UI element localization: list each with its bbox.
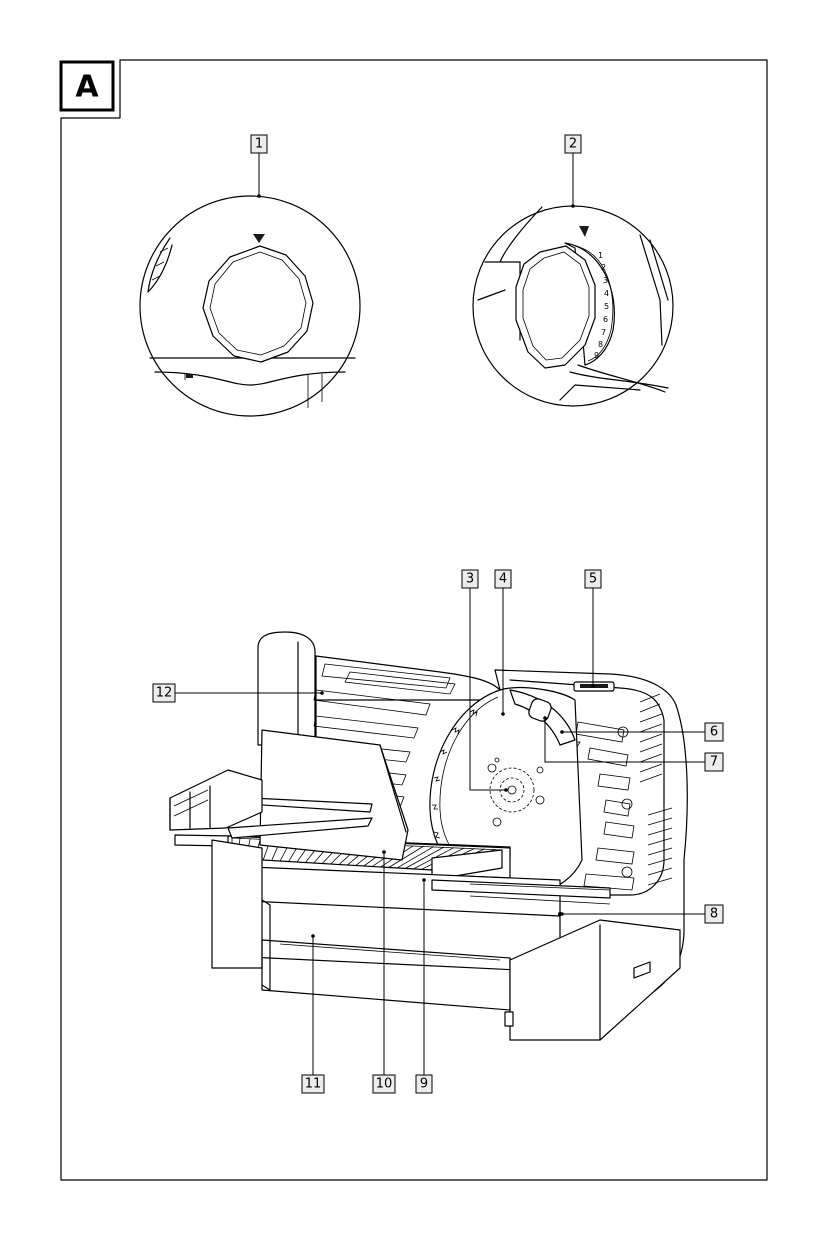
callout-6-label: 6 (710, 725, 718, 740)
callout-3-label: 3 (466, 572, 474, 587)
callout-2-label: 2 (569, 137, 577, 152)
callout-1: 1 (250, 134, 268, 198)
callout-12-label: 12 (156, 686, 173, 701)
callout-12: 12 (152, 683, 324, 703)
dial-mark: 2 (601, 263, 606, 272)
dial-mark: 5 (604, 302, 609, 311)
callout-4-label: 4 (499, 572, 507, 587)
dial-mark: 1 (598, 251, 603, 260)
callout-3: 3 (461, 569, 508, 792)
dial-mark: 4 (604, 289, 609, 298)
section-label-box: A (59, 60, 115, 112)
callout-5-label: 5 (589, 572, 597, 587)
callout-9: 9 (415, 878, 433, 1094)
section-label: A (75, 70, 99, 105)
callout-10: 10 (372, 850, 396, 1094)
callout-9-label: 9 (420, 1077, 428, 1092)
callout-11: 11 (301, 934, 325, 1094)
dial-mark: 8 (598, 340, 603, 349)
detail-2-dial-circle: 1 2 3 4 5 6 7 8 9 (472, 205, 674, 407)
callout-7: 7 (543, 716, 724, 772)
callout-5: 5 (584, 569, 602, 688)
figure-frame (60, 59, 768, 1181)
detail-1-knob-circle (139, 195, 361, 417)
callout-4: 4 (494, 569, 512, 716)
callout-8-label: 8 (710, 907, 718, 922)
callout-11-label: 11 (305, 1077, 322, 1092)
slicer-illustration (169, 631, 688, 1041)
dial-mark: 7 (601, 328, 606, 337)
dial-mark: 3 (603, 276, 608, 285)
callout-10-label: 10 (376, 1077, 393, 1092)
callout-1-label: 1 (255, 137, 263, 152)
dial-mark: 9 (594, 351, 599, 360)
dial-mark: 6 (603, 315, 608, 324)
callout-8: 8 (560, 904, 724, 924)
dial-scale-marks: 1 2 3 4 5 6 7 8 9 (594, 251, 609, 360)
callout-6: 6 (560, 722, 724, 742)
callout-7-label: 7 (710, 755, 718, 770)
callout-2: 2 (564, 134, 582, 208)
